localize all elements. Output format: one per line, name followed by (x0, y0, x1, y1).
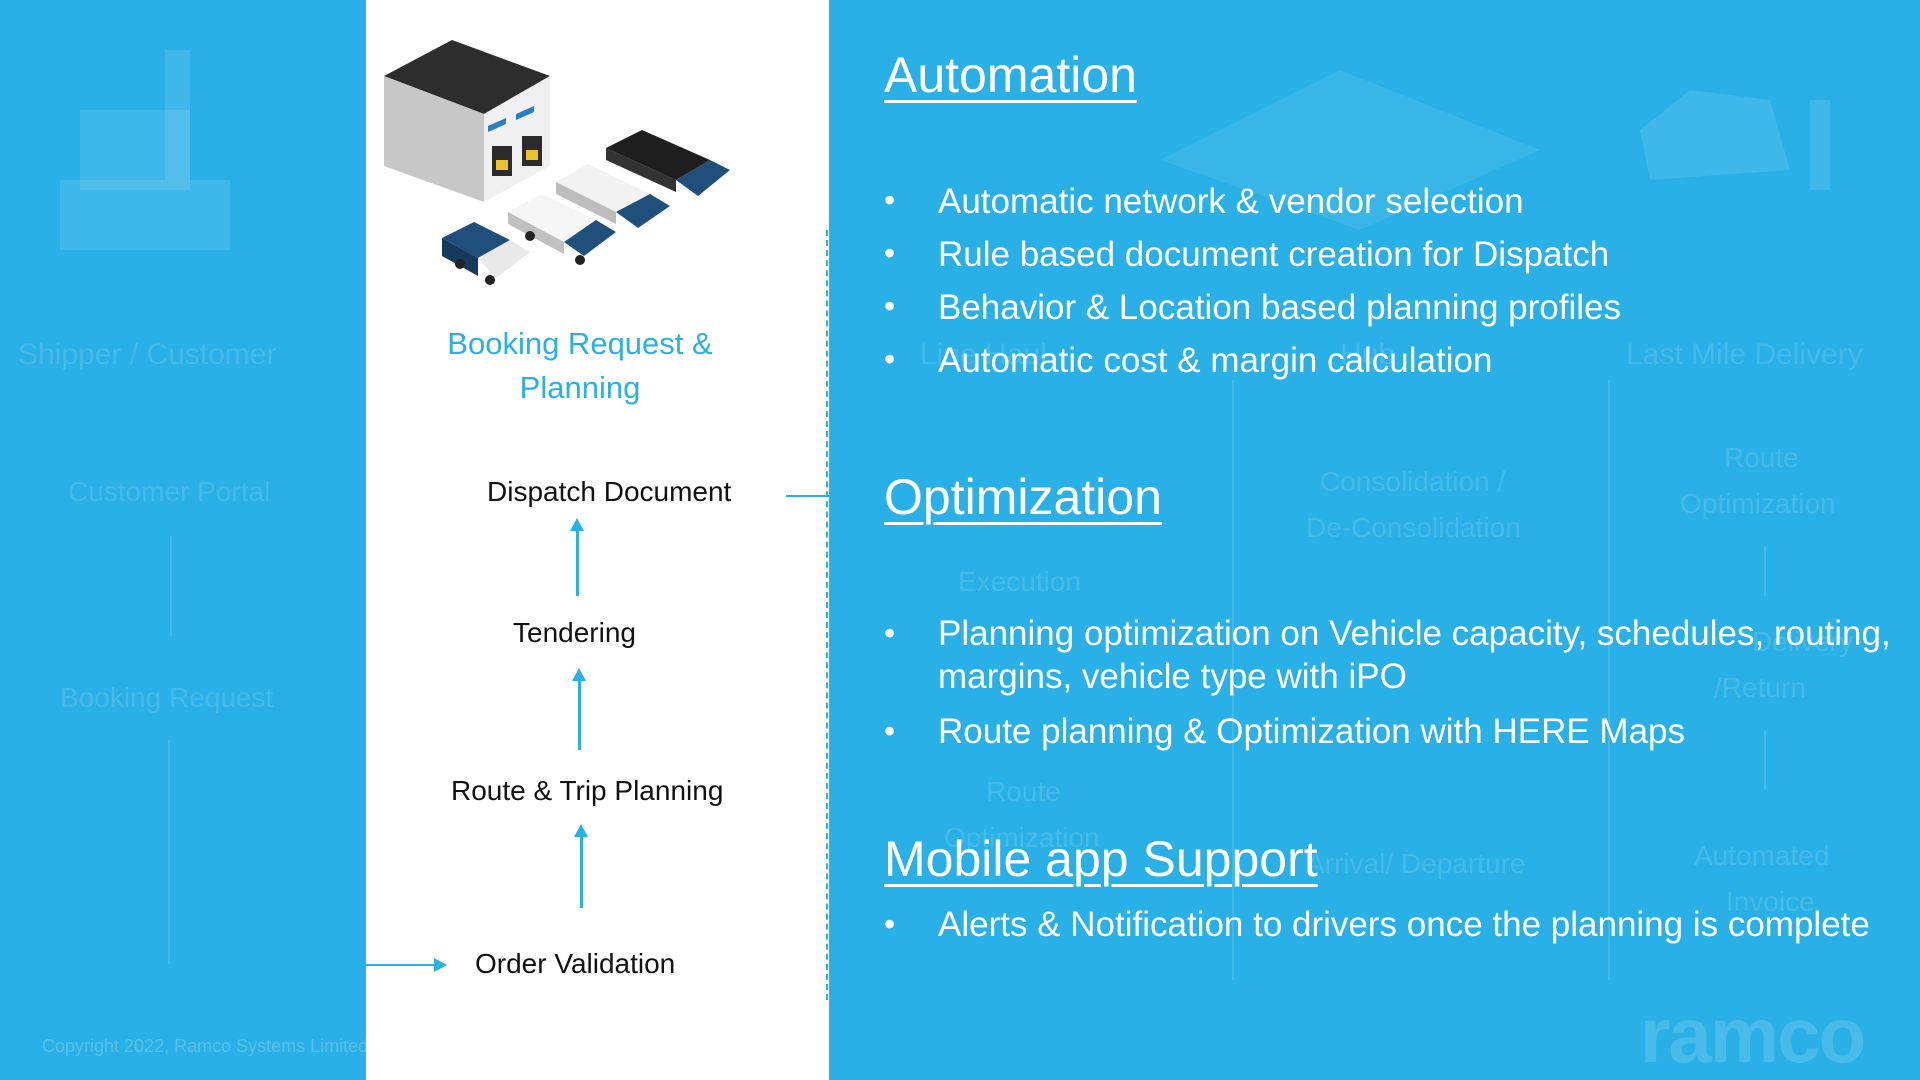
ramco-logo: ramco (1640, 991, 1866, 1079)
route-opt-right-label: Route (1724, 442, 1799, 473)
mobile-support-heading: Mobile app Support (884, 831, 1318, 887)
delivery-van-icon (1640, 90, 1830, 190)
dispatch-connector-line (786, 495, 880, 497)
route-opt-right-label-2: Optimization (1680, 488, 1836, 519)
optimization-item: Route planning & Optimization with HERE … (884, 710, 1894, 753)
arrow-up-icon (572, 668, 586, 750)
booking-connector-line (168, 964, 438, 966)
optimization-heading: Optimization (884, 469, 1162, 525)
automation-item: Behavior & Location based planning profi… (884, 288, 1884, 328)
factory-icon (60, 50, 230, 250)
copyright-text: Copyright 2022, Ramco Systems Limited. I… (42, 1036, 818, 1056)
customer-portal-label: Customer Portal (68, 476, 271, 507)
arrival-departure-label: Arrival/ Departure (1306, 848, 1526, 879)
diagram-connector (1764, 730, 1766, 790)
automation-item: Automatic network & vendor selection (884, 182, 1884, 222)
booking-request-label: Booking Request (60, 682, 274, 713)
diagram-connector (168, 740, 170, 966)
mobile-support-list: Alerts & Notification to drivers once th… (884, 903, 1884, 946)
panel-divider (826, 230, 828, 1000)
automation-item: Rule based document creation for Dispatc… (884, 235, 1884, 275)
step-route-trip-planning: Route & Trip Planning (451, 775, 724, 806)
automation-item: Automatic cost & margin calculation (884, 341, 1884, 381)
execution-label: Execution (958, 566, 1081, 597)
step-order-validation: Order Validation (475, 948, 676, 979)
automation-list: Automatic network & vendor selection Rul… (884, 182, 1884, 394)
arrow-up-icon (574, 824, 588, 908)
step-tendering: Tendering (513, 617, 636, 648)
step-dispatch-document: Dispatch Document (487, 476, 732, 507)
arrow-right-icon (434, 958, 447, 972)
diagram-connector (1764, 546, 1766, 596)
automated-label: Automated (1694, 840, 1830, 871)
shipper-label: Shipper / Customer (18, 338, 277, 371)
optimization-list: Planning optimization on Vehicle capacit… (884, 612, 1894, 753)
diagram-connector (170, 536, 172, 636)
route-opt-mid-label: Route (986, 776, 1061, 807)
panel-title: Booking Request & Planning (447, 326, 713, 405)
automation-heading: Automation (884, 47, 1137, 103)
optimization-item: Planning optimization on Vehicle capacit… (884, 612, 1894, 698)
mobile-support-item: Alerts & Notification to drivers once th… (884, 903, 1884, 946)
warehouse-icon (384, 40, 550, 202)
arrow-up-icon (570, 518, 584, 596)
truck-fleet-icon (442, 130, 730, 285)
deconsolidation-label: De-Consolidation (1306, 512, 1521, 543)
warehouse-trucks-illustration (384, 40, 730, 285)
route-opt-mid-label-2: Optimization (944, 822, 1100, 853)
consolidation-label: Consolidation / (1320, 466, 1506, 497)
